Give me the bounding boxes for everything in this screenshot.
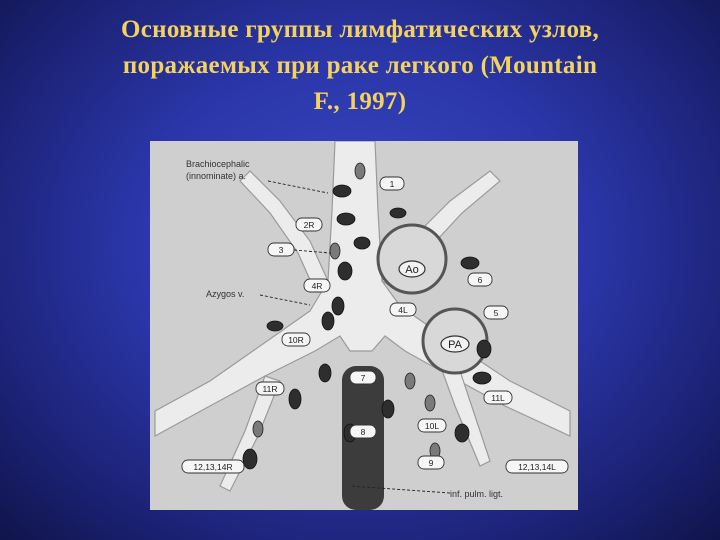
station-12r-label: 12,13,14R	[193, 462, 232, 472]
lymph-nodes	[242, 184, 492, 470]
station-10l-label: 10L	[425, 421, 439, 431]
lymph-node	[266, 320, 284, 332]
aorta-label: Ao	[405, 264, 418, 276]
station-7-label: 7	[361, 373, 366, 383]
lymph-node	[454, 423, 470, 443]
title-line-2: поражаемых при раке легкого (Mountain	[122, 52, 598, 79]
title-line-1: Основные группы лимфатических узлов,	[120, 16, 600, 43]
pa-label: PA	[448, 339, 463, 351]
lymph-node	[424, 394, 436, 412]
lymph-node	[318, 363, 332, 383]
lymph-node	[288, 388, 302, 410]
lymph-nodes-light	[252, 162, 441, 460]
lymph-node	[381, 399, 395, 419]
station-4l-label: 4L	[398, 305, 408, 315]
azygos-label: Azygos v.	[206, 289, 244, 299]
pulmonary-artery: PA	[421, 307, 489, 375]
station-12l-label: 12,13,14L	[518, 462, 556, 472]
slide-title: Основные группы лимфатических узлов, пор…	[20, 12, 700, 120]
brachiocephalic-label-2: (innominate) a.	[186, 171, 246, 181]
lymph-node	[321, 311, 335, 331]
station-2r-label: 2R	[304, 220, 315, 230]
inf-pulm-ligt-label: inf. pulm. ligt.	[450, 489, 503, 499]
aorta: Ao	[376, 223, 448, 295]
station-5-label: 5	[494, 308, 499, 318]
lymph-node	[460, 256, 480, 270]
station-3-label: 3	[279, 245, 284, 255]
lymph-node	[337, 261, 353, 281]
station-boxes	[181, 176, 569, 474]
lymph-node	[336, 212, 356, 226]
lymph-node	[242, 448, 258, 470]
lymph-node	[404, 372, 416, 390]
station-4r-label: 4R	[312, 281, 323, 291]
lymph-node	[389, 207, 407, 219]
lymph-node	[476, 339, 492, 359]
title-line-3: F., 1997)	[313, 88, 407, 115]
station-11l-label: 11L	[491, 393, 505, 403]
lymph-node-diagram: Ao PA	[154, 141, 571, 510]
lymph-node	[353, 236, 371, 250]
station-1-label: 1	[390, 179, 395, 189]
lymph-node	[332, 184, 352, 198]
station-6-label: 6	[478, 275, 483, 285]
station-9-label: 9	[429, 458, 434, 468]
brachiocephalic-label-1: Brachiocephalic	[186, 159, 250, 169]
pointer-lines	[259, 180, 451, 494]
station-8-label: 8	[361, 427, 366, 437]
lymph-node	[329, 242, 341, 260]
station-11r-label: 11R	[263, 384, 278, 394]
lymph-node	[354, 162, 366, 180]
station-10r-label: 10R	[288, 335, 304, 345]
lymph-node	[252, 420, 264, 438]
lymph-node-map-figure: Ao PA	[150, 141, 578, 510]
lymph-node	[331, 296, 345, 316]
lymph-node	[472, 371, 492, 385]
